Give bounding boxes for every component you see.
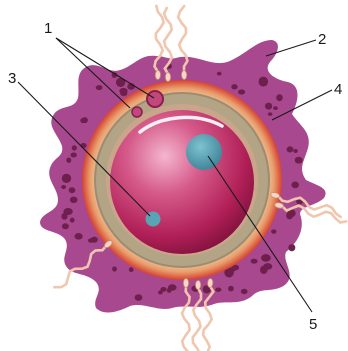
corona-granule [75,233,83,240]
corona-granule [273,106,278,110]
corona-granule [293,149,298,153]
callout-3: 3 [8,70,16,87]
corona-granule [231,84,237,89]
corona-granule [62,174,71,183]
corona-granule [72,145,77,150]
corona-granule [63,208,72,215]
corona-granule [287,146,294,152]
corona-granule [259,77,269,87]
corona-granule [238,89,245,94]
corona-granule [217,72,222,76]
sperm-head [165,73,170,82]
corona-granule [268,112,273,115]
corona-granule [260,266,268,274]
corona-granule [71,153,77,158]
corona-granule [228,286,234,292]
corona-granule [241,289,248,294]
corona-granule [215,288,221,292]
corona-granule [80,143,86,148]
corona-granule [112,266,117,271]
corona-granule [271,229,276,233]
corona-granule [66,158,71,163]
callout-2: 2 [318,31,326,48]
corona-granule [291,182,299,189]
corona-granule [265,103,272,110]
callout-4: 4 [334,81,342,98]
corona-granule [261,254,271,262]
sperm-head [181,70,187,79]
sperm-head [207,278,213,287]
corona-granule [70,218,75,223]
corona-granule [70,197,78,204]
callout-1: 1 [44,20,52,37]
corona-granule [135,294,143,301]
polar-body-2 [132,107,142,117]
corona-granule [80,118,85,123]
oocyte-cytoplasm [110,110,254,254]
corona-granule [286,212,293,220]
corona-granule [88,238,95,243]
nucleus [186,134,222,170]
sperm-head [195,280,201,289]
corona-granule [119,88,127,94]
corona-granule [167,288,172,293]
corona-granule [288,244,295,251]
sperm-head [183,279,188,288]
corona-granule [62,223,69,229]
callout-5: 5 [309,316,317,333]
corona-granule [69,187,76,193]
corona-granule [251,259,258,264]
corona-granule [295,157,303,164]
corona-granule [160,287,166,292]
corona-granule [96,85,103,90]
sperm-head [155,70,161,79]
corona-granule [61,185,66,189]
corona-granule [276,94,283,101]
corona-granule [129,267,134,272]
polar-body-1 [147,91,163,107]
